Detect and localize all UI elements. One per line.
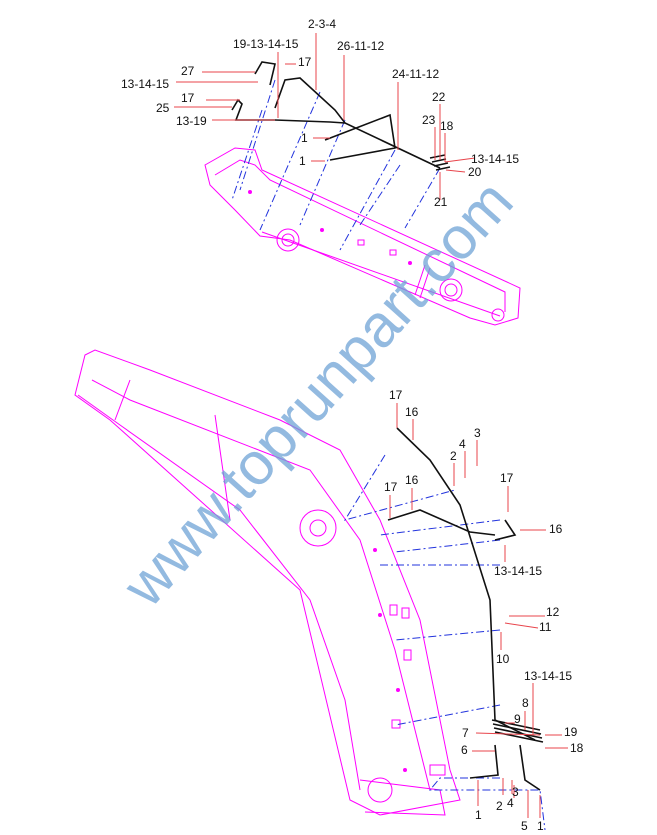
- callout-label: 9: [514, 712, 521, 726]
- callout-label: 17: [298, 55, 312, 69]
- bottom-callouts: 17 16 3 4 2 17 16 17 16 13-14-15 12 11 1…: [384, 388, 584, 833]
- callout-label: 18: [570, 741, 584, 755]
- callout-label: 20: [468, 165, 482, 179]
- callout-label: 21: [434, 195, 448, 209]
- callout-label: 6: [461, 743, 468, 757]
- callout-label: 16: [549, 522, 563, 536]
- callout-label: 10: [496, 652, 510, 666]
- top-callouts: 2-3-4 19-13-14-15 26-11-12 17 27 13-14-1…: [121, 17, 519, 209]
- centerlines: [231, 79, 546, 831]
- callout-label: 13-14-15: [524, 669, 572, 683]
- callout-label: 23: [422, 113, 436, 127]
- callout-label: 13-19: [176, 114, 207, 128]
- callout-label: 19-13-14-15: [233, 37, 299, 51]
- callout-label: 13-14-15: [494, 564, 542, 578]
- callout-label: 2-3-4: [308, 17, 336, 31]
- callout-label: 3: [474, 426, 481, 440]
- callout-label: 1: [301, 131, 308, 145]
- callout-label: 24-11-12: [392, 67, 439, 81]
- callout-label: 1: [475, 808, 482, 822]
- callout-label: 26-11-12: [337, 39, 384, 53]
- callout-label: 16: [405, 473, 419, 487]
- callout-label: 17: [384, 480, 398, 494]
- callout-label: 16: [405, 405, 419, 419]
- top-leaders: [174, 33, 476, 200]
- callout-label: 17: [500, 471, 514, 485]
- callout-label: 12: [546, 605, 560, 619]
- callout-label: 17: [389, 388, 403, 402]
- callout-label: 1: [537, 819, 544, 833]
- bottom-leaders: [389, 403, 568, 818]
- callout-label: 4: [459, 437, 466, 451]
- callout-label: 13-14-15: [121, 77, 169, 91]
- arm-frame: [204, 147, 521, 326]
- callout-label: 2: [450, 449, 457, 463]
- callout-label: 2: [496, 799, 503, 813]
- callout-label: 13-14-15: [471, 152, 519, 166]
- callout-label: 27: [181, 64, 195, 78]
- watermark: www.toprunpart.com: [109, 167, 525, 619]
- callout-label: 4: [507, 796, 514, 810]
- callout-label: 1: [299, 154, 306, 168]
- callout-label: 18: [440, 119, 454, 133]
- boom-frame: [74, 349, 461, 816]
- callout-label: 22: [432, 90, 446, 104]
- callout-label: 3: [512, 785, 519, 799]
- callout-label: 11: [539, 620, 552, 634]
- callout-label: 17: [181, 91, 195, 105]
- callout-label: 19: [564, 725, 578, 739]
- callout-label: 7: [462, 726, 469, 740]
- callout-label: 25: [156, 101, 170, 115]
- callout-label: 5: [521, 819, 528, 833]
- callout-label: 8: [522, 696, 529, 710]
